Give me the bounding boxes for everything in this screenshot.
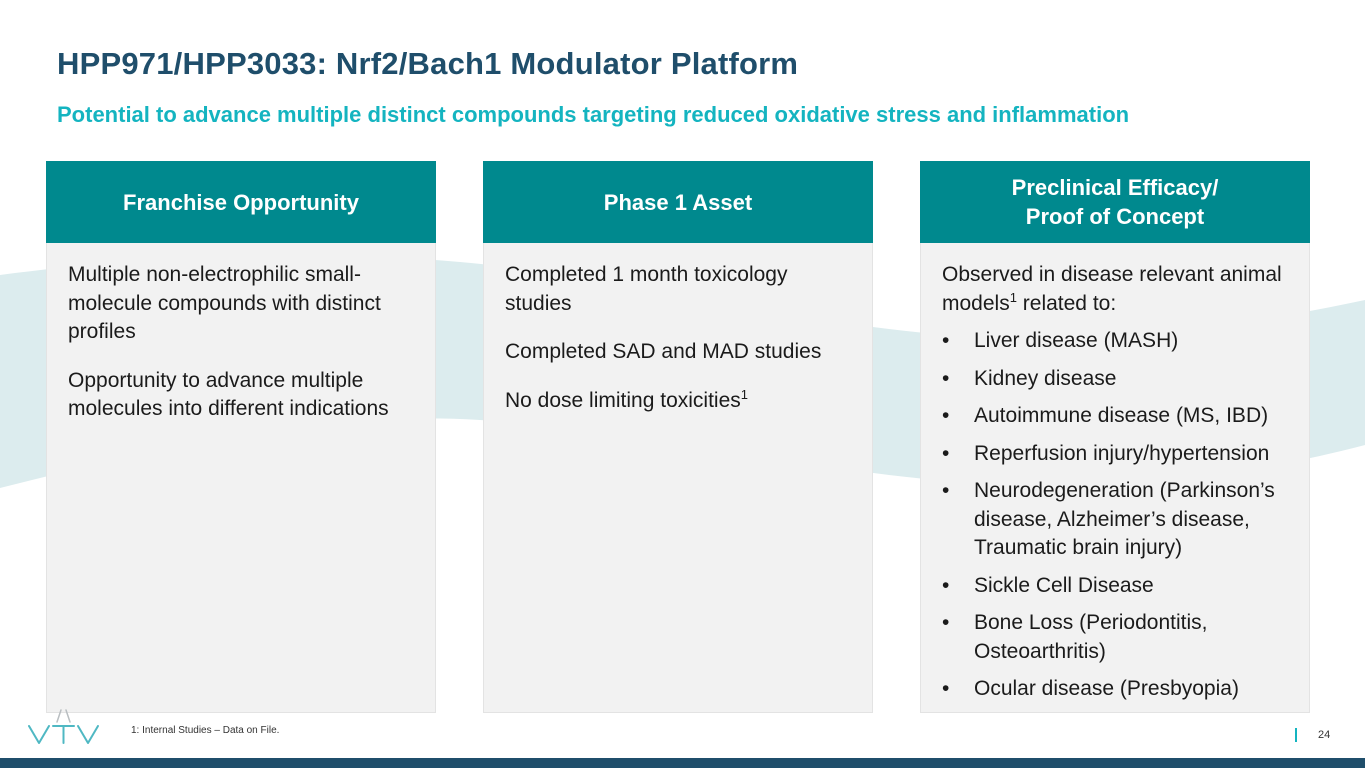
list-item: • Ocular disease (Presbyopia) xyxy=(942,675,1289,704)
bullet: • xyxy=(942,366,950,390)
bullet: • xyxy=(942,329,950,352)
bullet: • xyxy=(942,441,950,465)
card-paragraph: Multiple non-electrophilic small-molecul… xyxy=(68,263,381,343)
card-paragraph: Completed SAD and MAD studies xyxy=(505,340,822,363)
list-item: • Neurodegeneration (Parkinson’s disease,… xyxy=(942,477,1289,563)
card-paragraph: Completed 1 month toxicology studies xyxy=(505,263,788,315)
footnote-marker: 1 xyxy=(740,386,748,402)
footnote: 1: Internal Studies – Data on File. xyxy=(131,725,280,736)
list-item: • Autoimmune disease (MS, IBD) xyxy=(942,402,1289,431)
card-intro: Observed in disease relevant animal mode… xyxy=(942,261,1289,318)
card-header: Franchise Opportunity xyxy=(46,161,436,243)
card-header-line: Preclinical Efficacy/ xyxy=(1011,175,1219,200)
list-item-text: Autoimmune disease (MS, IBD) xyxy=(974,404,1269,427)
bullet: • xyxy=(942,573,950,597)
list-item-text: Reperfusion injury/hypertension xyxy=(974,441,1270,465)
card-body: Observed in disease relevant animal mode… xyxy=(920,243,1310,713)
card-header-line: Proof of Concept xyxy=(1025,204,1205,229)
list-item-text: Neurodegeneration (Parkinson’s disease, … xyxy=(974,479,1275,559)
list-item: • Liver disease (MASH) xyxy=(942,327,1289,356)
bullet: • xyxy=(942,677,950,700)
list-item: • Bone Loss (Periodontitis, Osteoarthriti… xyxy=(942,609,1289,666)
disease-list: • Liver disease (MASH) • Kidney disease • A… xyxy=(942,327,1289,704)
slide-subtitle: Potential to advance multiple distinct c… xyxy=(57,102,1130,127)
card-header: Phase 1 Asset xyxy=(483,161,873,243)
card-header: Preclinical Efficacy/ Proof of Concept xyxy=(920,161,1310,243)
slide-title: HPP971/HPP3033: Nrf2/Bach1 Modulator Pla… xyxy=(57,46,799,81)
bullet: • xyxy=(942,479,950,502)
list-item-text: Ocular disease (Presbyopia) xyxy=(974,677,1239,700)
list-item: • Kidney disease xyxy=(942,365,1289,394)
list-item-text: Liver disease (MASH) xyxy=(974,329,1179,352)
list-item: • Reperfusion injury/hypertension xyxy=(942,440,1289,469)
intro-text: Observed in disease relevant animal mode… xyxy=(942,263,1282,315)
card-body: Multiple non-electrophilic small-molecul… xyxy=(46,243,436,713)
list-item-text: Kidney disease xyxy=(974,366,1117,390)
page-number-divider xyxy=(1295,728,1297,742)
bottom-bar xyxy=(0,758,1365,768)
paragraph-text: No dose limiting toxicities xyxy=(505,388,741,412)
card-body: Completed 1 month toxicology studies Com… xyxy=(483,243,873,713)
bullet: • xyxy=(942,404,950,427)
page-number: 24 xyxy=(1318,729,1331,741)
footnote-marker: 1 xyxy=(1009,289,1017,305)
card-paragraph: Opportunity to advance multiple molecule… xyxy=(68,368,389,421)
preclinical-efficacy-card: Preclinical Efficacy/ Proof of Concept O… xyxy=(920,161,1310,713)
company-logo-icon xyxy=(28,709,99,744)
bullet: • xyxy=(942,611,950,634)
list-item-text: Bone Loss (Periodontitis, Osteoarthritis… xyxy=(974,611,1208,663)
list-item-text: Sickle Cell Disease xyxy=(974,573,1154,597)
phase-1-asset-card: Phase 1 Asset Completed 1 month toxicolo… xyxy=(483,161,873,713)
list-item: • Sickle Cell Disease xyxy=(942,572,1289,601)
card-paragraph: No dose limiting toxicities1 xyxy=(505,387,852,416)
intro-tail: related to: xyxy=(1016,291,1117,315)
franchise-opportunity-card: Franchise Opportunity Multiple non-elect… xyxy=(46,161,436,713)
